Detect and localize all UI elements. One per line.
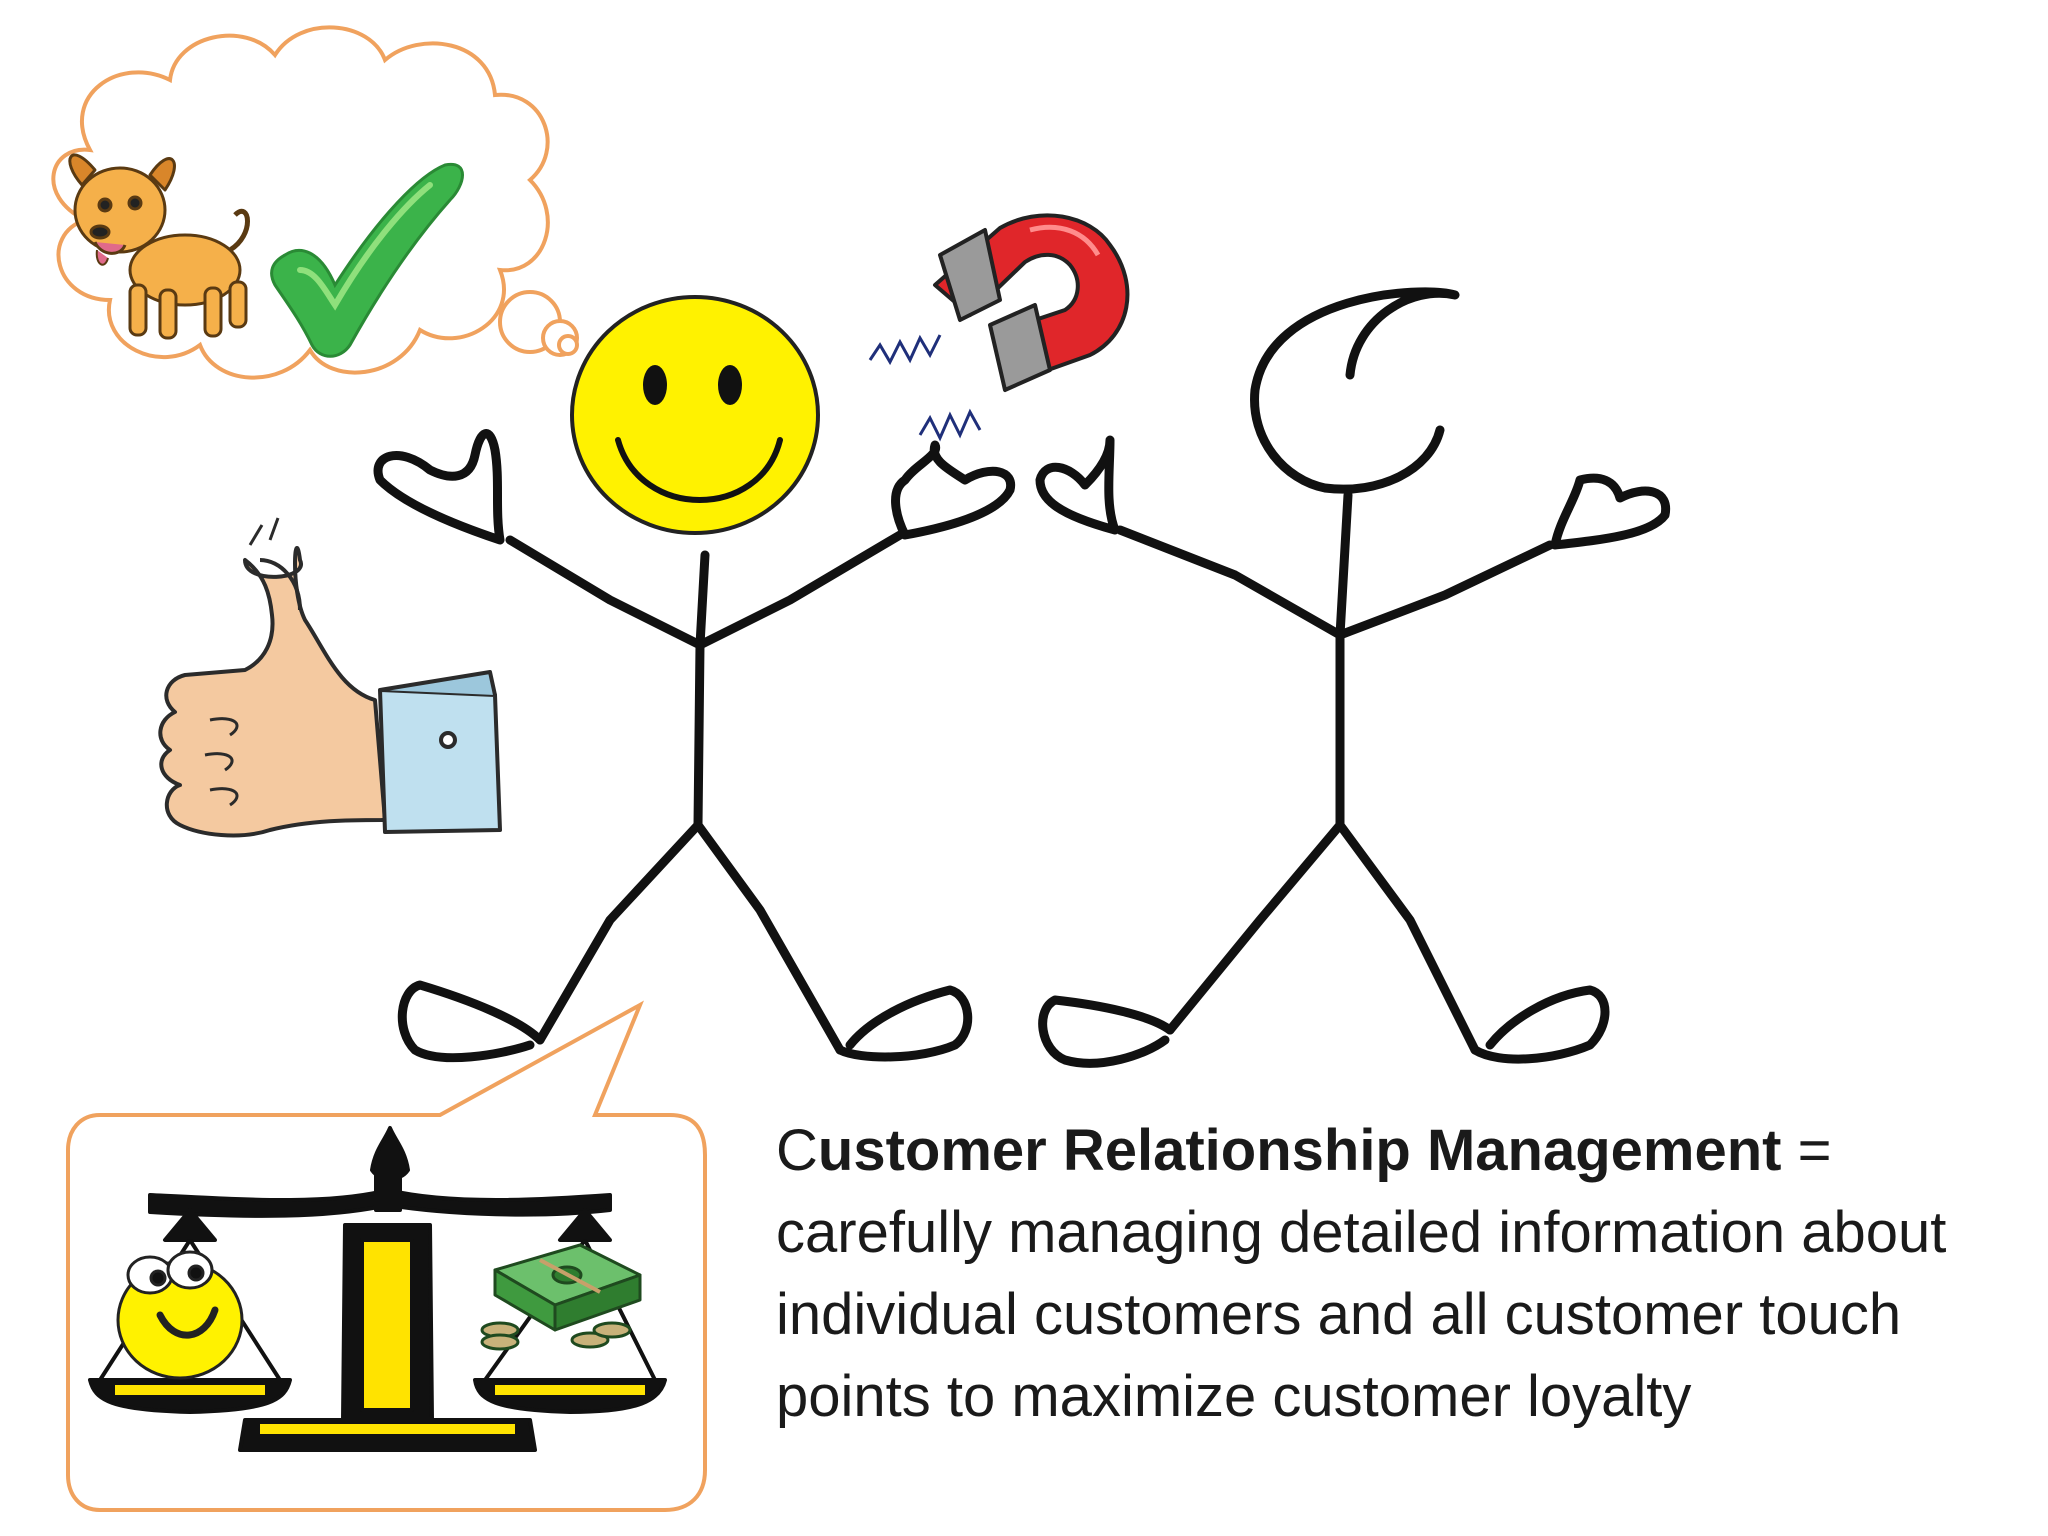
smiley-face-small-icon bbox=[116, 1250, 244, 1380]
crm-definition-text: Customer Relationship Management = caref… bbox=[776, 1110, 2026, 1438]
magnet-field-lines bbox=[868, 334, 982, 442]
definition-term: ustomer Relationship Management bbox=[817, 1118, 1782, 1183]
definition-equals: = bbox=[1781, 1118, 1832, 1183]
thumbs-up-icon bbox=[158, 517, 502, 838]
check-icon bbox=[270, 162, 464, 358]
magnet-icon bbox=[933, 213, 1130, 392]
definition-first-letter: C bbox=[776, 1118, 818, 1183]
stick-figure-customer bbox=[373, 429, 1016, 1063]
stick-figure-company bbox=[1035, 287, 1671, 1068]
balance-scale-icon bbox=[88, 1126, 667, 1452]
money-stack-icon bbox=[480, 1243, 642, 1351]
definition-body: carefully managing detailed information … bbox=[776, 1200, 1947, 1429]
dog-icon bbox=[68, 153, 250, 340]
smiley-face-icon bbox=[570, 295, 820, 535]
